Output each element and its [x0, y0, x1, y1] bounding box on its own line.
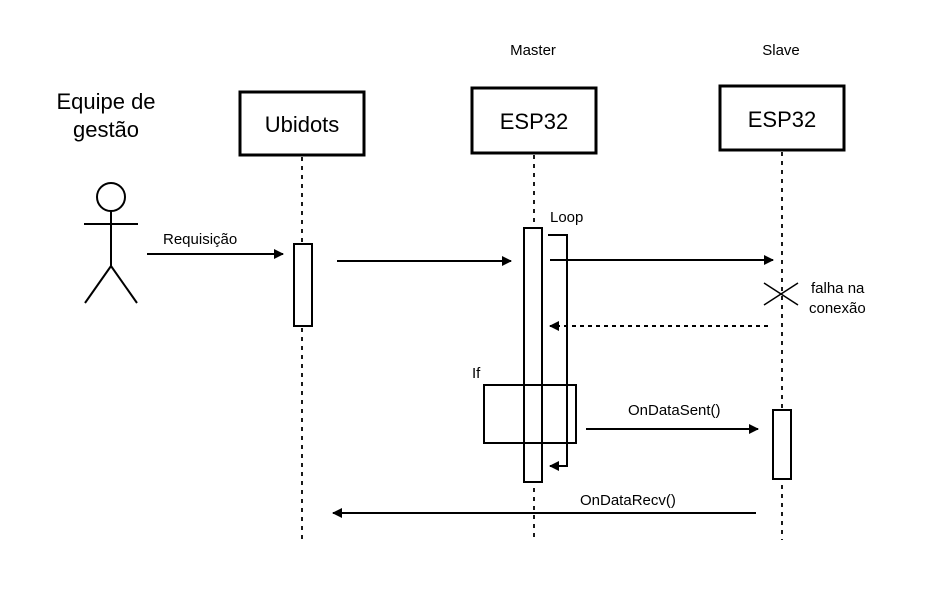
- if-fragment-box: [483, 384, 577, 444]
- connection-failure-x-icon: [763, 282, 799, 306]
- on-data-sent-message-label: OnDataSent(): [628, 402, 721, 419]
- if-fragment-label: If: [472, 365, 481, 382]
- ubidots-activation-bar: [293, 243, 313, 327]
- actor-name-line1: Equipe de: [56, 89, 155, 114]
- actor-name-line2: gestão: [73, 117, 139, 142]
- slave-role-label: Slave: [762, 42, 800, 59]
- master-lifeline-box: [470, 86, 598, 155]
- ubidots-lifeline-box: [238, 90, 366, 157]
- failure-note-line2: conexão: [809, 300, 866, 317]
- ubidots-lifeline-label: Ubidots: [265, 112, 340, 137]
- loop-fragment-label: Loop: [550, 209, 583, 226]
- slave-activation-bar: [772, 409, 792, 480]
- slave-lifeline-box: [718, 84, 846, 152]
- master-lifeline-label: ESP32: [500, 109, 569, 134]
- failure-note-line1: falha na: [811, 280, 865, 297]
- master-role-label: Master: [510, 42, 556, 59]
- master-activation-bar: [523, 227, 543, 483]
- actor-stick-figure-icon: [84, 182, 138, 304]
- slave-lifeline-label: ESP32: [748, 107, 817, 132]
- on-data-recv-message-label: OnDataRecv(): [580, 492, 676, 509]
- loop-self-arrow: [548, 234, 568, 471]
- requisicao-message-label: Requisição: [163, 231, 237, 248]
